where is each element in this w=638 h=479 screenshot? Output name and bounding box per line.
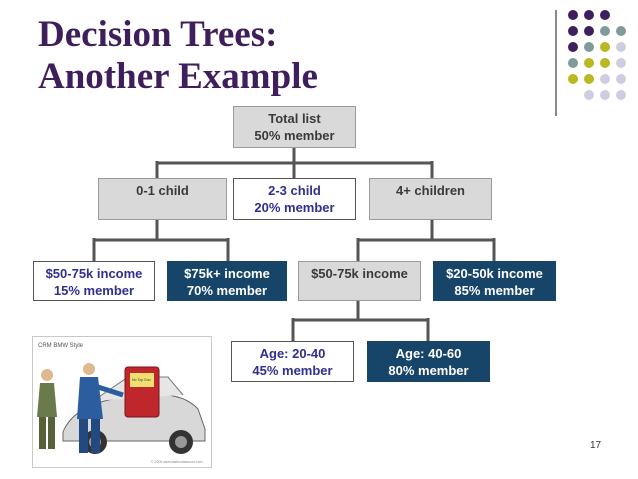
decorative-dot — [584, 26, 594, 36]
node-2-3-child-line1: 2-3 child — [268, 183, 321, 198]
node-2-3-child: 2-3 child 20% member — [233, 178, 356, 220]
divider-line — [555, 10, 557, 116]
decorative-dot — [616, 74, 626, 84]
node-age-20-40-line2: 45% member — [252, 363, 333, 378]
decorative-dot — [600, 74, 610, 84]
node-75k-plus-line2: 70% member — [186, 283, 268, 298]
decorative-dot — [600, 90, 610, 100]
illustration-credit: © 2009 www.fsalkoutsaworn.com — [151, 460, 203, 464]
decorative-dot — [568, 74, 578, 84]
illustration-caption: CRM BMW Style — [38, 343, 84, 349]
node-root-line1: Total list — [268, 111, 321, 126]
node-75k-plus-line1: $75k+ income — [184, 266, 270, 281]
node-age-20-40: Age: 20-40 45% member — [231, 341, 354, 382]
page-number: 17 — [590, 440, 602, 451]
decorative-dot — [616, 26, 626, 36]
decorative-dot — [568, 26, 578, 36]
node-age-40-60-line1-text: Age: 40-60 — [395, 346, 462, 361]
decorative-dot — [600, 58, 610, 68]
node-4-plus-children-line1: 4+ children — [396, 183, 465, 198]
node-age-40-60: Age: 40-60 80% member — [367, 341, 490, 382]
decorative-dot — [584, 58, 594, 68]
node-age-20-40-line1: Age: 20-40 — [259, 346, 326, 361]
node-root-line2: 50% member — [254, 128, 335, 143]
node-2-3-child-line2: 20% member — [254, 200, 335, 215]
decorative-dot — [584, 74, 594, 84]
decorative-dot — [600, 10, 610, 20]
node-age-40-60-line2: 80% member — [388, 363, 469, 378]
node-0-1-child-line1: 0-1 child — [136, 183, 189, 198]
node-0-1-child: 0-1 child — [98, 178, 227, 220]
decorative-dot — [600, 26, 610, 36]
node-50-75k-right-line1: $50-75k income — [311, 266, 408, 281]
title-line-1: Decision Trees: — [38, 14, 278, 55]
decorative-dot — [616, 90, 626, 100]
node-20-50k-line2: 85% member — [454, 283, 535, 298]
node-4-plus-children: 4+ children — [369, 178, 492, 220]
decorative-dot — [616, 58, 626, 68]
illustration-drawing: CRM BMW Style No Top Gun © 2009 www.fsal… — [37, 343, 206, 464]
node-50-75k-right: $50-75k income — [298, 261, 421, 301]
node-75k-plus: $75k+ income 70% member — [167, 261, 287, 301]
decorative-dot — [568, 58, 578, 68]
title-line-2: Another Example — [38, 56, 318, 97]
node-50-75k-left-line1: $50-75k income — [45, 266, 143, 281]
decorative-dot — [568, 42, 578, 52]
node-50-75k-left: $50-75k income 15% member — [33, 261, 155, 301]
node-20-50k: $20-50k income 85% member — [433, 261, 556, 301]
car-mechanics-illustration: CRM BMW Style No Top Gun © 2009 www.fsal… — [32, 336, 212, 468]
decorative-dot — [584, 90, 594, 100]
node-50-75k-left-line2: 15% member — [53, 283, 135, 298]
decorative-dot — [568, 10, 578, 20]
decorative-dot — [584, 42, 594, 52]
decorative-dot — [600, 42, 610, 52]
node-20-50k-line1: $20-50k income — [446, 266, 543, 281]
decorative-dot — [584, 10, 594, 20]
node-root: Total list 50% member — [233, 106, 356, 148]
machine-sign-text: No Top Gun — [132, 378, 151, 382]
decorative-dot — [616, 42, 626, 52]
slide-title: Decision Trees: Another Example — [38, 14, 318, 98]
